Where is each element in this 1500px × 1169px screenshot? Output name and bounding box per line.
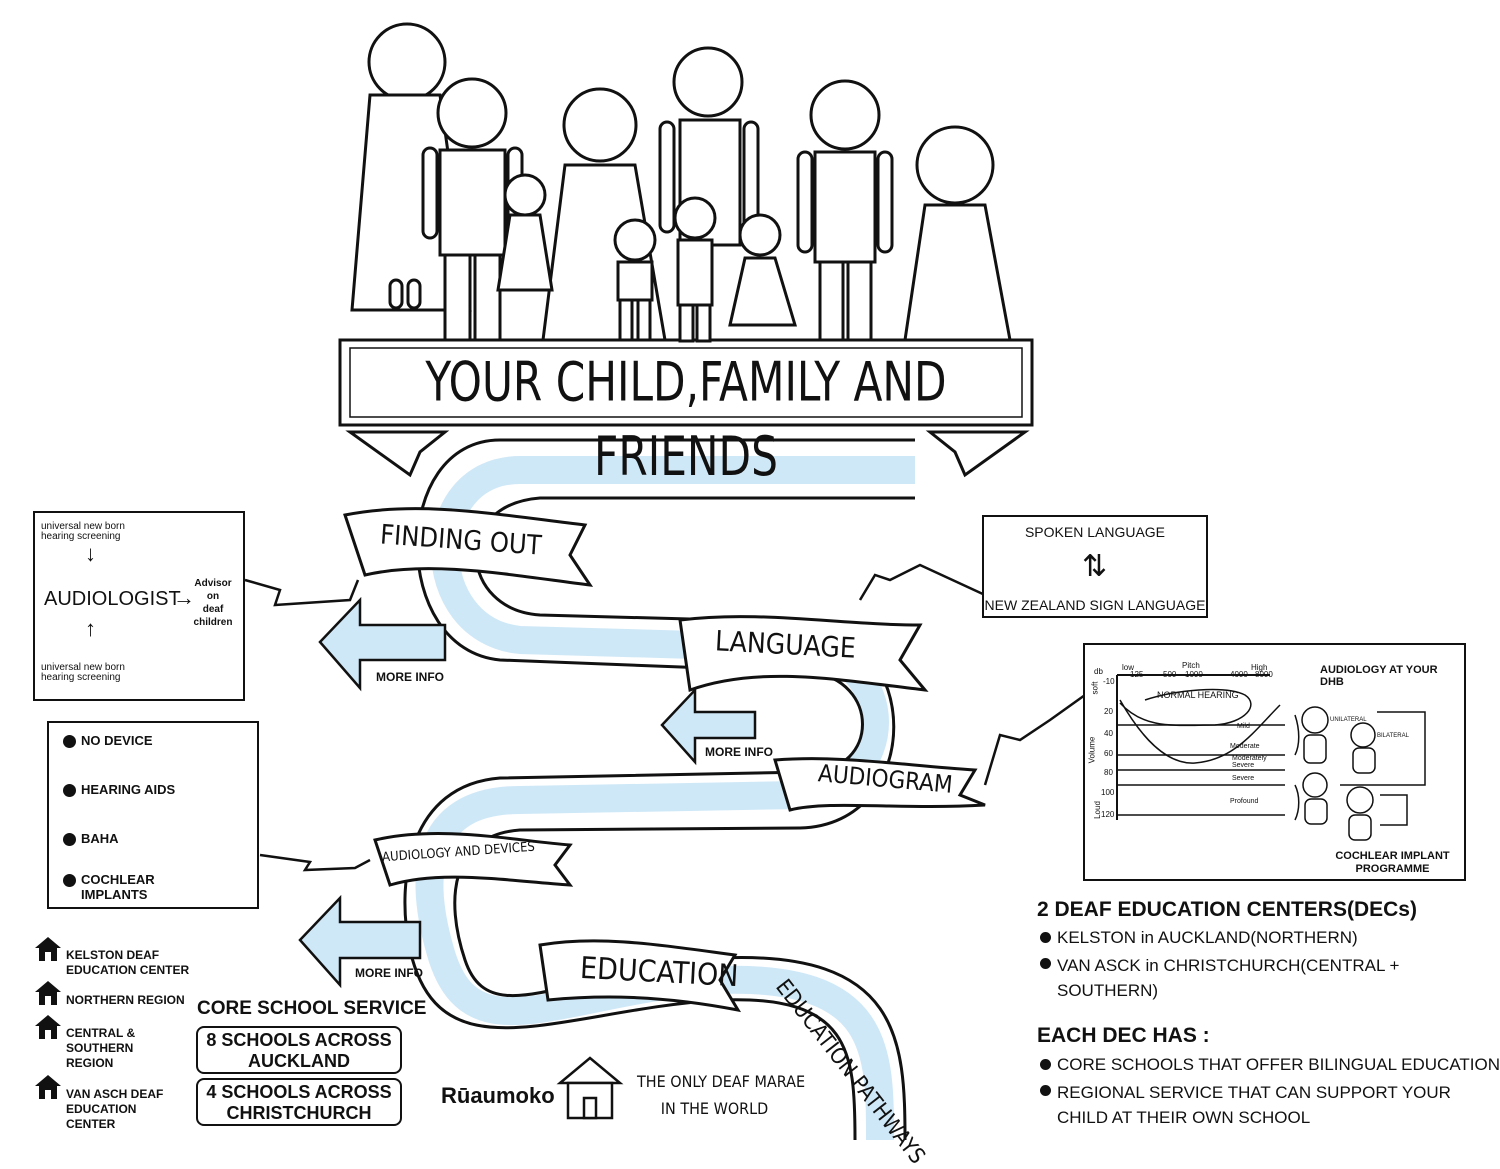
level-label: Moderate (1230, 743, 1260, 750)
arrow-down-icon: ↓ (85, 541, 96, 566)
region-label: VAN ASCH DEAF EDUCATION CENTER (66, 1087, 164, 1131)
db-tick: 120 (1101, 810, 1115, 819)
db-tick: 40 (1104, 729, 1113, 738)
level-label: Severe (1232, 775, 1255, 782)
db-tick: 20 (1104, 707, 1113, 716)
house-icon (35, 981, 61, 1005)
region-label: CENTRAL & SOUTHERN REGION (66, 1026, 136, 1070)
bilateral-label: BILATERAL (1377, 733, 1409, 739)
house-icon (35, 1075, 61, 1099)
freq-tick: 500 (1163, 670, 1177, 679)
audiology-dhb-label: AUDIOLOGY AT YOUR DHB (1320, 664, 1438, 688)
house-icon (35, 937, 61, 961)
dec-item: VAN ASCK in CHRISTCHURCH(CENTRAL + SOUTH… (1040, 953, 1399, 1003)
freq-tick: 8000 (1255, 670, 1273, 679)
christchurch-schools: 4 SCHOOLS ACROSS CHRISTCHURCH (196, 1078, 402, 1126)
arrow-right-icon: → (173, 585, 195, 610)
audiologist-box: universal new born hearing screening ↓ A… (33, 511, 245, 701)
swap-arrows-icon: ⇅ (1082, 550, 1108, 583)
house-icon (35, 1015, 61, 1039)
axis-low: low (1122, 663, 1135, 672)
axis-db: db (1094, 667, 1103, 676)
advisor-label: Advisor on deaf children (193, 578, 233, 628)
device-item: HEARING AIDS (63, 782, 175, 798)
each-dec-item: CORE SCHOOLS THAT OFFER BILINGUAL EDUCAT… (1040, 1055, 1500, 1075)
auckland-schools: 8 SCHOOLS ACROSS AUCKLAND (196, 1026, 402, 1074)
level-label: Moderately Severe (1232, 755, 1267, 769)
decs-title: 2 DEAF EDUCATION CENTERS(DECs) (1037, 898, 1417, 921)
level-label: Profound (1230, 798, 1259, 805)
each-dec-title: EACH DEC HAS : (1037, 1024, 1210, 1047)
marae-caption: THE ONLY DEAF MARAE IN THE WORLD (637, 1072, 806, 1118)
nzsl-label: NEW ZEALAND SIGN LANGUAGE (984, 597, 1206, 613)
unilateral-label: UNILATERAL (1330, 717, 1367, 723)
device-item: BAHA (63, 831, 119, 847)
spoken-language: SPOKEN LANGUAGE (1024, 524, 1166, 540)
level-label: Mild (1237, 723, 1250, 730)
ribbon-shapes (343, 507, 986, 1013)
db-tick: 60 (1104, 749, 1113, 758)
device-item: COCHLEAR IMPLANTS (63, 872, 155, 902)
region-label: NORTHERN REGION (66, 993, 185, 1007)
axis-soft: soft (1090, 681, 1100, 695)
audiologist-label: AUDIOLOGIST (44, 588, 181, 610)
cochlear-programme-label: COCHLEAR IMPLANT PROGRAMME (1335, 850, 1450, 875)
axis-high: High (1251, 663, 1268, 672)
axis-volume: Volume (1087, 736, 1097, 764)
device-item: NO DEVICE (63, 733, 153, 749)
banner (338, 338, 1034, 478)
audiogram-chart (1116, 674, 1426, 841)
axis-pitch: Pitch (1182, 661, 1200, 670)
db-tick: 80 (1104, 768, 1113, 777)
connectors (244, 563, 1086, 872)
db-tick: 100 (1101, 788, 1115, 797)
family-figures (350, 22, 1012, 343)
more-info-label[interactable]: MORE INFO (355, 966, 423, 980)
marae-name: Rūaumoko (441, 1083, 555, 1108)
screening-bottom: universal new born hearing screening (41, 662, 125, 683)
core-school-title: CORE SCHOOL SERVICE (197, 998, 427, 1019)
db-tick: -10 (1103, 677, 1115, 686)
audiogram-box: db soft Volume Loud Pitch low High 125 5… (1083, 643, 1466, 881)
devices-box: NO DEVICE HEARING AIDS BAHA COCHLEAR IMP… (47, 721, 259, 909)
screening-top: universal new born hearing screening (41, 521, 125, 542)
more-info-label[interactable]: MORE INFO (376, 670, 444, 684)
more-info-arrows (298, 596, 757, 989)
banner-title: YOUR CHILD,FAMILY AND FRIENDS (425, 350, 947, 489)
language-box: SPOKEN LANGUAGE ⇅ NEW ZEALAND SIGN LANGU… (982, 515, 1208, 618)
freq-tick: 1000 (1185, 670, 1203, 679)
freq-tick: 4000 (1230, 670, 1248, 679)
normal-hearing-label: NORMAL HEARING (1157, 690, 1239, 700)
dec-item: KELSTON in AUCKLAND(NORTHERN) (1040, 928, 1358, 948)
each-dec-item: REGIONAL SERVICE THAT CAN SUPPORT YOUR C… (1040, 1080, 1451, 1130)
arrow-up-icon: ↑ (85, 616, 96, 641)
marae-house-icon (556, 1056, 624, 1120)
more-info-label[interactable]: MORE INFO (705, 745, 773, 759)
region-label: KELSTON DEAF EDUCATION CENTER (66, 948, 190, 977)
freq-tick: 125 (1130, 670, 1144, 679)
